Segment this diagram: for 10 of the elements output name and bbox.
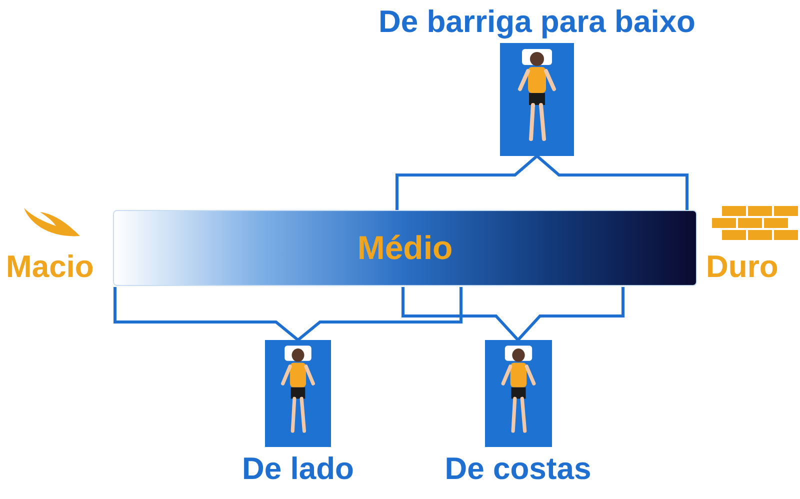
firmness-label: Duro [706, 249, 778, 285]
position-caption: De lado [242, 451, 354, 487]
firmness-gradient-bar [113, 210, 697, 286]
bracket-connector [114, 286, 462, 342]
bracket-connector [396, 154, 688, 212]
bracket-connector [402, 286, 624, 342]
position-caption: De costas [444, 451, 592, 487]
bar-label: Médio [357, 229, 453, 267]
firmness-label: Macio [6, 249, 94, 285]
position-caption: De barriga para baixo [378, 4, 696, 40]
